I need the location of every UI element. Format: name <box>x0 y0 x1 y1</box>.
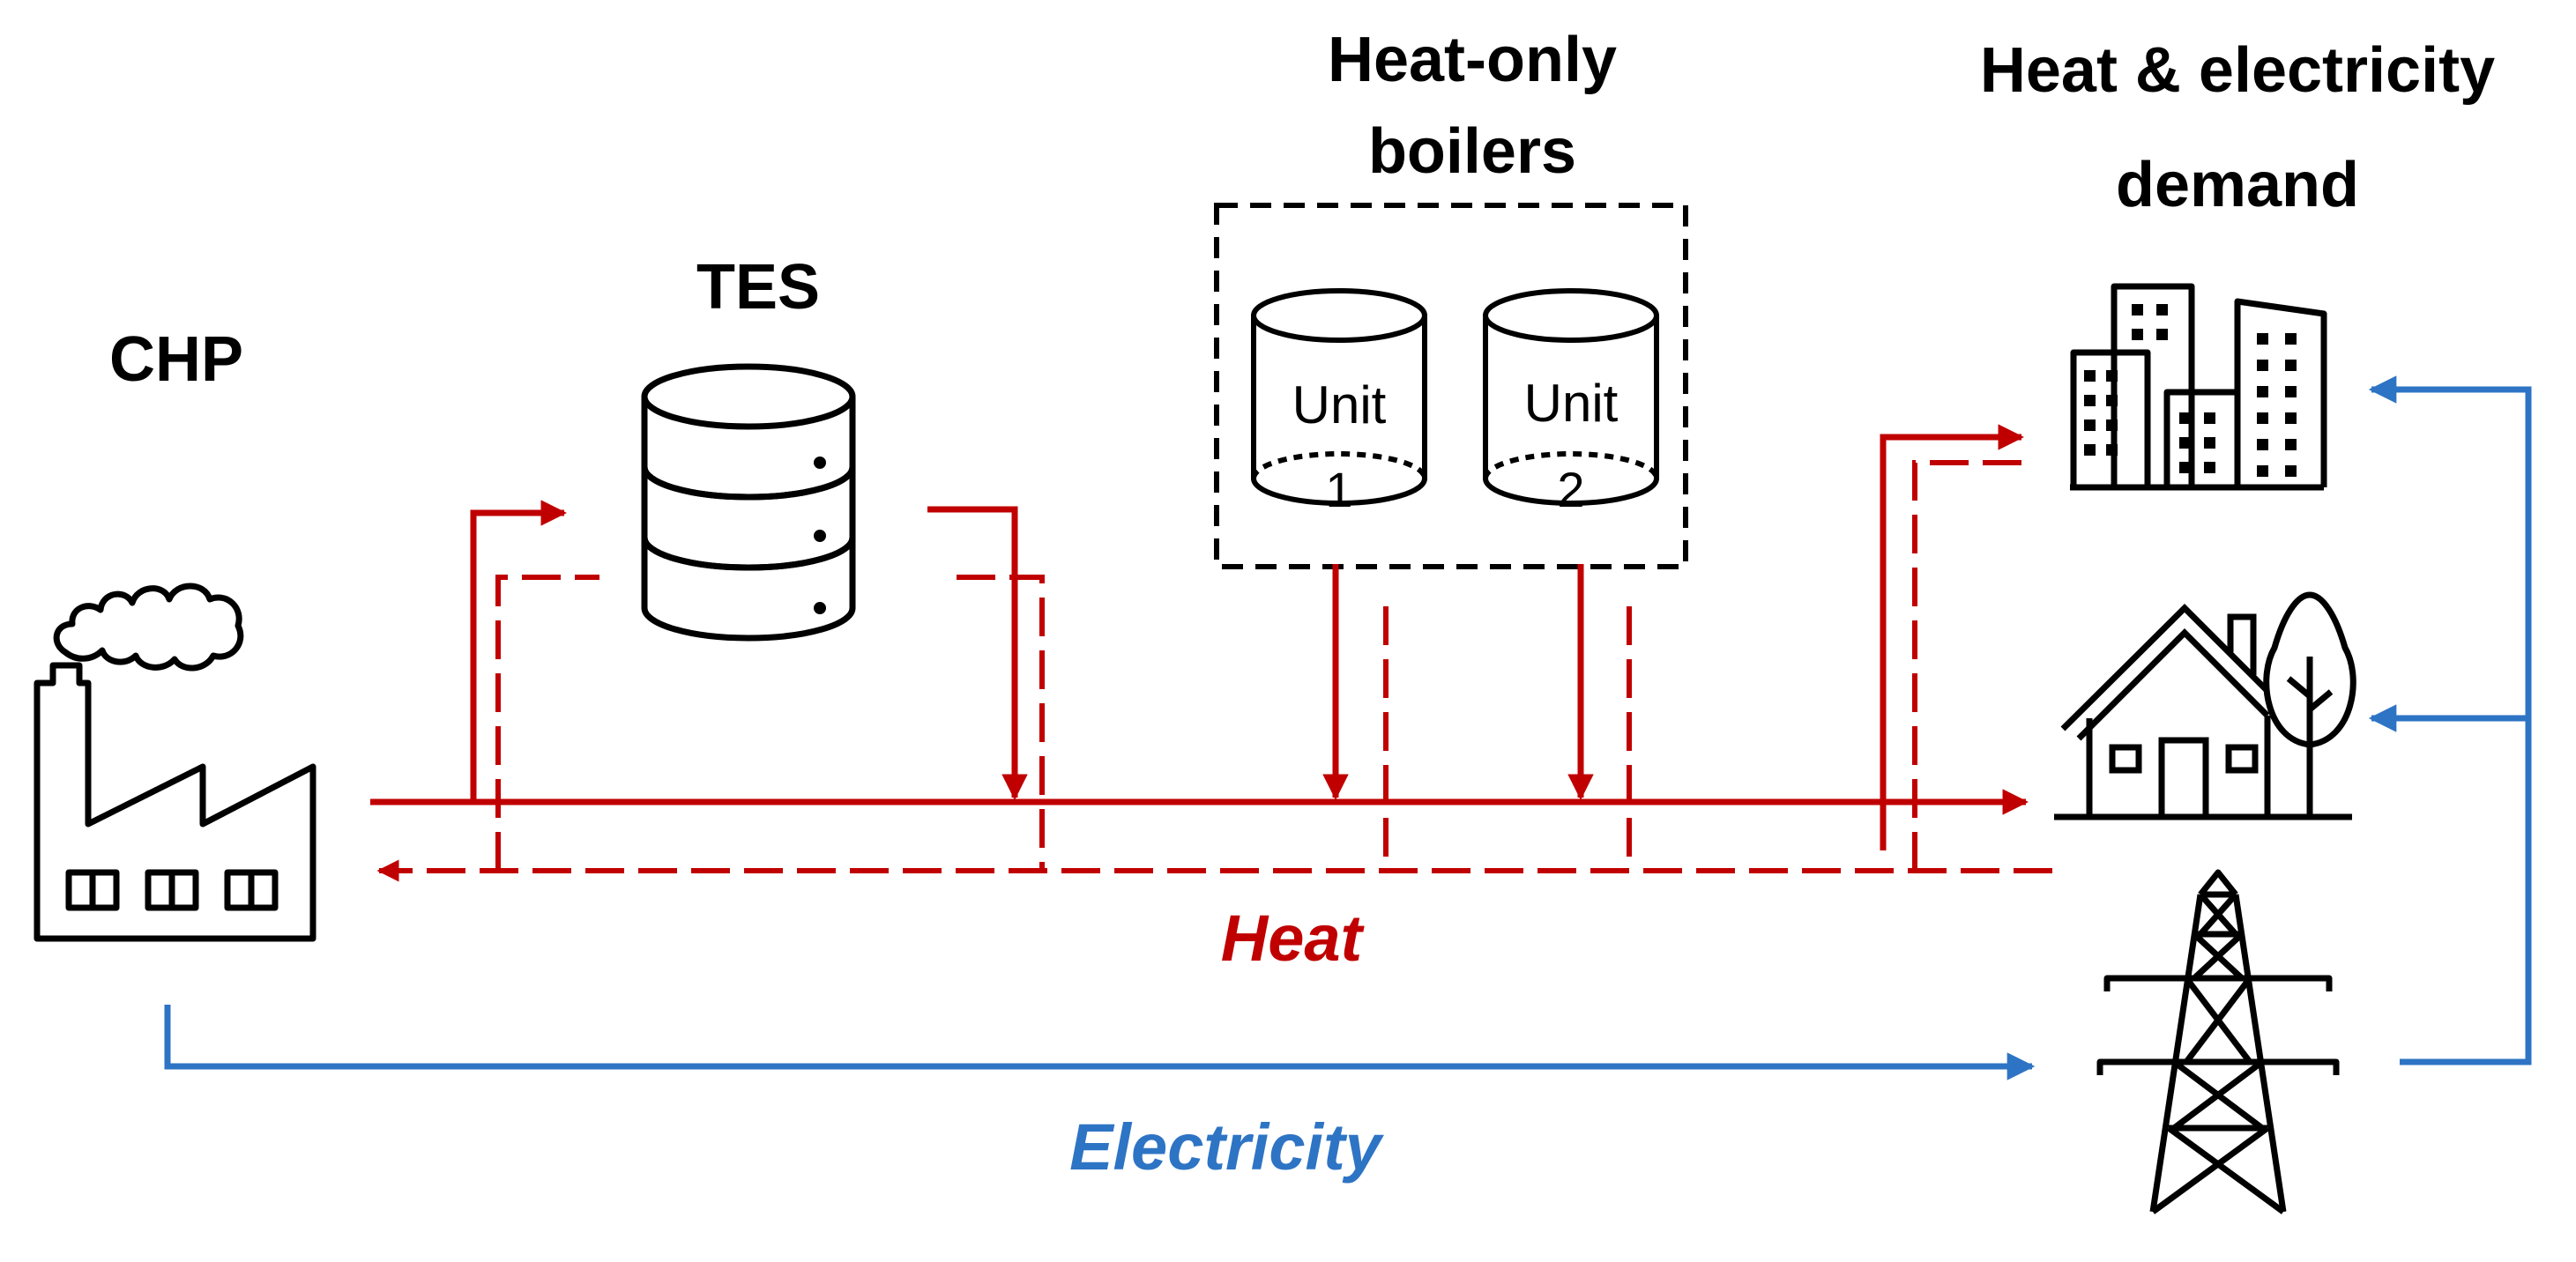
boiler-unit-2-number: 2 <box>1557 462 1584 517</box>
boilers-group-box <box>1214 203 1688 569</box>
electricity-main-arrow <box>164 1005 2036 1080</box>
boilers-label-line2: boilers <box>1368 116 1576 187</box>
factory-icon <box>34 583 316 942</box>
cylinder-icon <box>1483 288 1659 506</box>
electricity-distribution-line <box>2368 375 2532 1065</box>
buildings-supply-arrow <box>1880 424 2024 850</box>
demand-label-line1: Heat & electricity <box>1980 35 2495 106</box>
storage-tank-icon <box>641 363 856 642</box>
tes-label: TES <box>696 252 820 323</box>
boiler-unit-2: Unit 2 <box>1483 288 1659 517</box>
heat-return-lines <box>376 460 2052 882</box>
office-buildings-icon <box>2070 283 2327 491</box>
boiler-unit-1: Unit 1 <box>1251 288 1427 517</box>
tes-discharge-arrow <box>927 506 1028 800</box>
heat-supply-lines <box>370 424 2029 850</box>
tree-icon <box>2263 591 2356 817</box>
electricity-lines <box>164 375 2532 1080</box>
boilers-label-line1: Heat-only <box>1328 25 1617 95</box>
tes-charge-arrow <box>470 500 567 802</box>
house-icon <box>2054 604 2352 820</box>
boiler-unit-1-word: Unit <box>1292 375 1387 434</box>
transmission-tower-icon <box>2096 869 2340 1214</box>
heat-label: Heat <box>1221 902 1366 975</box>
boiler-unit-2-word: Unit <box>1524 374 1619 433</box>
demand-label-line2: demand <box>2116 150 2359 220</box>
chp-label: CHP <box>109 324 243 395</box>
electricity-label: Electricity <box>1069 1110 1385 1184</box>
cylinder-icon <box>1251 288 1427 506</box>
boiler-unit-1-number: 1 <box>1325 462 1352 517</box>
